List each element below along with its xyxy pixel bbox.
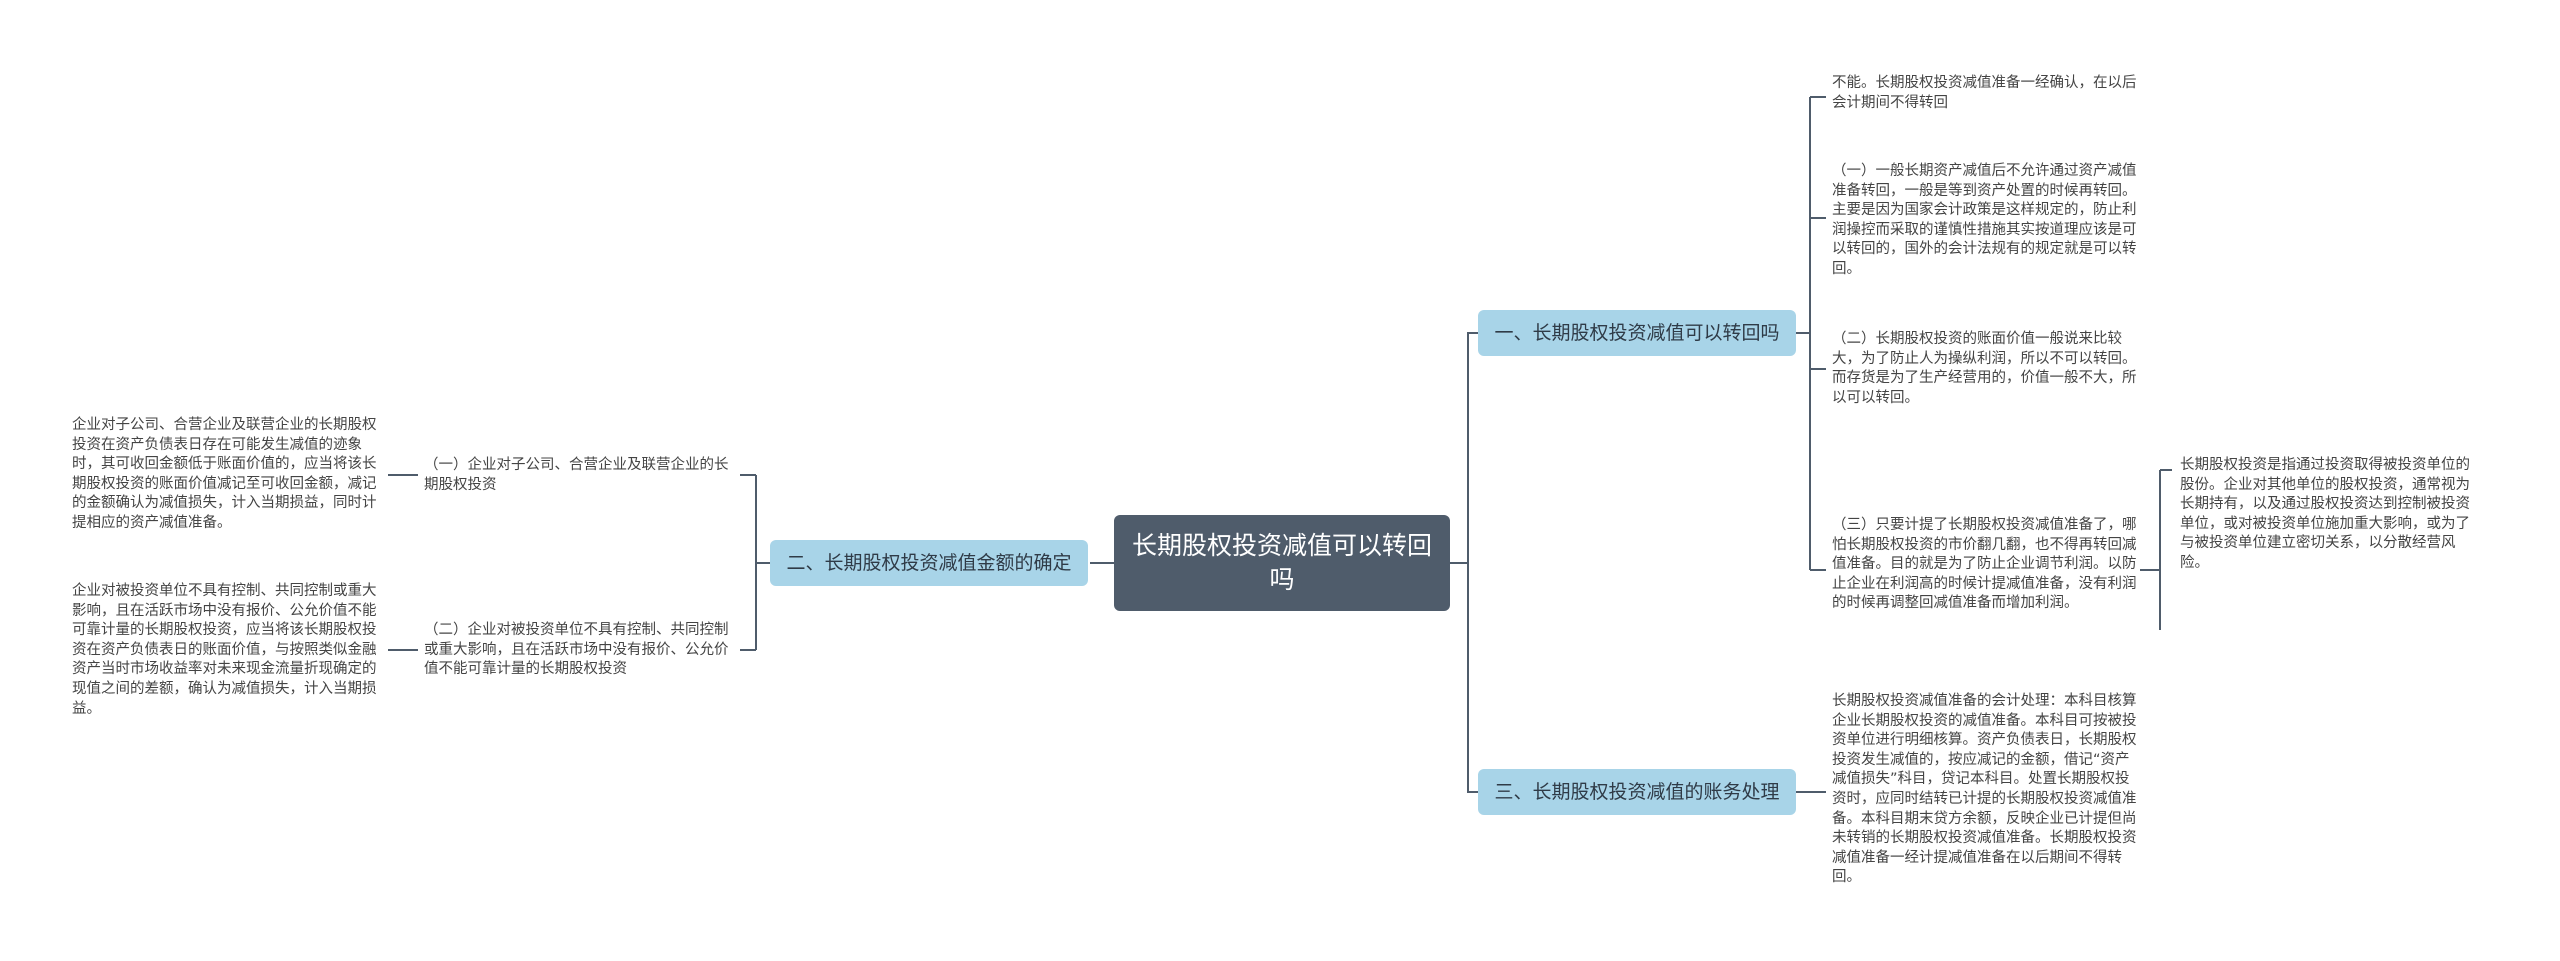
link-root-branch1 [1450, 331, 1478, 564]
sub-item-no-control: （二）企业对被投资单位不具有控制、共同控制或重大影响，且在活跃市场中没有报价、公… [424, 622, 729, 678]
branch-accounting[interactable]: 三、长期股权投资减值的账务处理 [1478, 769, 1796, 815]
root-topic[interactable]: 长期股权投资减值可以转回吗 [1114, 515, 1450, 611]
sub-item-subsidiary: （一）企业对子公司、合营企业及联营企业的长期股权投资 [424, 457, 729, 493]
leaf-cannot-reverse: 不能。长期股权投资减值准备一经确认，在以后会计期间不得转回 [1832, 75, 2137, 111]
leaf-point-three: （三）只要计提了长期股权投资减值准备了，哪怕长期股权投资的市价翻几翻，也不得再转… [1832, 517, 2137, 612]
detail-subsidiary: 企业对子公司、合营企业及联营企业的长期股权投资在资产负债表日存在可能发生减值的迹… [72, 417, 377, 531]
branch-amount-determination[interactable]: 二、长期股权投资减值金额的确定 [770, 540, 1088, 586]
detail-no-control: 企业对被投资单位不具有控制、共同控制或重大影响，且在活跃市场中没有报价、公允价值… [72, 583, 377, 717]
leaf-accounting-treatment: 长期股权投资减值准备的会计处理：本科目核算企业长期股权投资的减值准备。本科目可按… [1832, 693, 2137, 886]
leaf-point-two: （二）长期股权投资的账面价值一般说来比较大，为了防止人为操纵利润，所以不可以转回… [1832, 331, 2137, 406]
leaf-point-one: （一）一般长期资产减值后不允许通过资产减值准备转回，一般是等到资产处置的时候再转… [1832, 163, 2137, 277]
branch-label: 三、长期股权投资减值的账务处理 [1494, 781, 1780, 803]
branch-label: 二、长期股权投资减值金额的确定 [786, 552, 1072, 574]
root-title: 长期股权投资减值可以转回吗 [1131, 531, 1432, 594]
branch-label: 一、长期股权投资减值可以转回吗 [1494, 322, 1780, 344]
leaf-definition: 长期股权投资是指通过投资取得被投资单位的股份。企业对其他单位的股权投资，通常视为… [2180, 457, 2470, 571]
link-root-branch3 [1467, 563, 1478, 793]
branch-can-reverse[interactable]: 一、长期股权投资减值可以转回吗 [1478, 310, 1796, 356]
